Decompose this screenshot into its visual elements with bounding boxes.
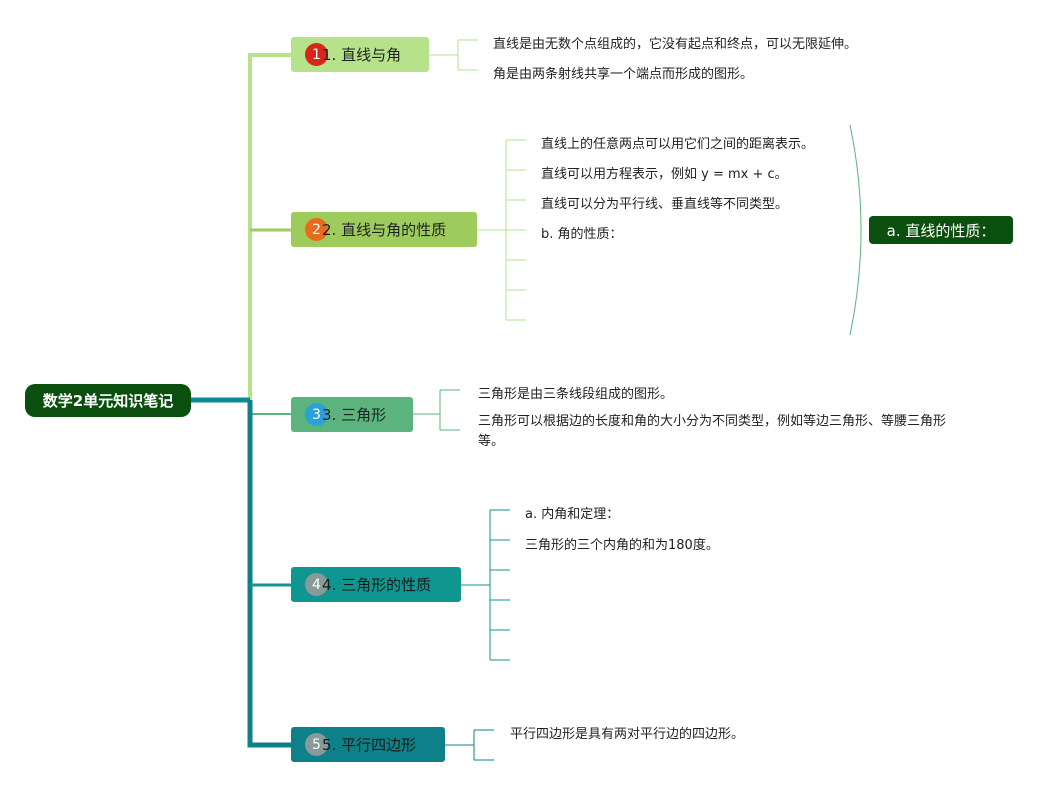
branch3-leaf-connector bbox=[412, 389, 460, 431]
branch2-leaf-connector bbox=[476, 139, 526, 321]
badge-3-icon: 3 bbox=[305, 403, 328, 426]
leaf-text: 三角形可以根据边的长度和角的大小分为不同类型，例如等边三角形、等腰三角形等。 bbox=[478, 414, 947, 449]
badge-2-icon: 2 bbox=[305, 218, 328, 241]
leaf-text: b. 角的性质： bbox=[541, 227, 623, 242]
branch-label: 4. 三角形的性质 bbox=[322, 576, 432, 594]
leaf-text: 直线可以分为平行线、垂直线等不同类型。 bbox=[541, 197, 789, 212]
branch1-leaf-connector bbox=[428, 39, 478, 71]
side-node[interactable]: a. 直线的性质： bbox=[869, 216, 1013, 244]
leaf-text: 角是由两条射线共享一个端点而形成的图形。 bbox=[493, 67, 754, 82]
root-title: 数学2单元知识笔记 bbox=[42, 392, 174, 410]
leaf-text: 直线可以用方程表示，例如 y = mx + c。 bbox=[541, 167, 788, 182]
badge-4-icon: 4 bbox=[305, 573, 328, 596]
branch-label: 5. 平行四边形 bbox=[322, 736, 417, 754]
side-bracket bbox=[849, 124, 862, 336]
branch-node-3[interactable]: 3 3. 三角形 bbox=[291, 397, 413, 432]
trunk-lower bbox=[247, 400, 292, 748]
branch-node-4[interactable]: 4 4. 三角形的性质 bbox=[291, 567, 461, 602]
leaf-text: 三角形的三个内角的和为180度。 bbox=[525, 538, 719, 553]
branch-node-5[interactable]: 5 5. 平行四边形 bbox=[291, 727, 445, 762]
branch-node-2[interactable]: 2 2. 直线与角的性质 bbox=[291, 212, 477, 247]
branch4-leaf-connector bbox=[460, 509, 510, 661]
trunk-upper-branch1 bbox=[248, 53, 292, 400]
branch-label: 3. 三角形 bbox=[322, 406, 387, 424]
leaf-text: 直线上的任意两点可以用它们之间的距离表示。 bbox=[541, 137, 815, 152]
branch-label: 1. 直线与角 bbox=[322, 46, 402, 64]
branch-label: 2. 直线与角的性质 bbox=[322, 221, 447, 239]
branch5-leaf-connector bbox=[444, 729, 494, 761]
badge-5-icon: 5 bbox=[305, 733, 328, 756]
leaf-text: a. 内角和定理： bbox=[525, 507, 620, 522]
root-node[interactable]: 数学2单元知识笔记 bbox=[25, 384, 191, 417]
leaf-text: 平行四边形是具有两对平行边的四边形。 bbox=[510, 727, 745, 742]
leaf-text: 三角形是由三条线段组成的图形。 bbox=[478, 387, 674, 402]
leaf-text: 直线是由无数个点组成的，它没有起点和终点，可以无限延伸。 bbox=[493, 37, 858, 52]
branch-node-1[interactable]: 1 1. 直线与角 bbox=[291, 37, 429, 72]
badge-1-icon: 1 bbox=[305, 43, 328, 66]
side-label: a. 直线的性质： bbox=[886, 221, 996, 240]
